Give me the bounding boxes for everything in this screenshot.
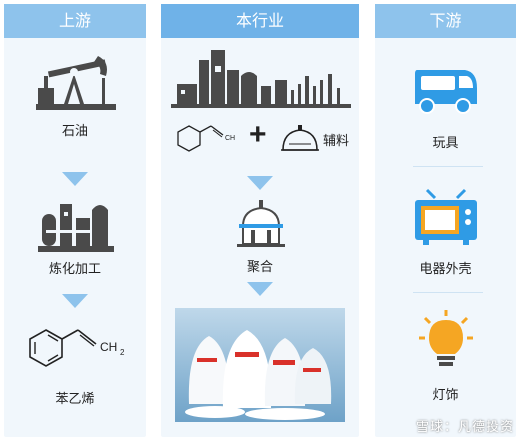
auxiliary-label: 辅料 — [323, 134, 350, 149]
downstream-column: 下游 玩具 电器外壳 灯饰 — [375, 4, 516, 437]
flow-arrow — [62, 294, 88, 308]
item-label-appliance-housing: 电器外壳 — [419, 262, 472, 277]
upstream-header: 上游 — [4, 4, 146, 38]
formula-ch-small: CH — [225, 135, 235, 142]
divider — [413, 292, 483, 293]
refinery-icon — [38, 204, 114, 252]
flow-arrow — [62, 172, 88, 186]
item-label-lighting: 灯饰 — [432, 388, 459, 403]
formula-subscript: 2 — [120, 348, 125, 357]
additive-flask-icon — [281, 125, 319, 151]
item-label-oil: 石油 — [61, 124, 88, 139]
styrene-molecule-icon: CH — [177, 125, 235, 152]
flow-arrow — [247, 176, 273, 190]
industry-column: 本行业 CH + 辅料 — [161, 4, 359, 437]
television-icon — [415, 188, 477, 245]
industry-header: 本行业 — [161, 4, 359, 38]
flow-arrow — [247, 282, 273, 296]
polymerization-plant-icon — [237, 200, 285, 247]
watermark: 雪球：凡德投资 — [415, 420, 514, 435]
upstream-column: 上游 石油 炼化加工 CH 2 苯乙烯 — [4, 4, 146, 437]
formula-ch: CH — [100, 340, 117, 354]
factory-skyline-icon — [171, 50, 351, 108]
item-label-styrene: 苯乙烯 — [55, 392, 95, 407]
product-photo — [175, 308, 345, 422]
oil-pump-icon — [36, 56, 116, 110]
toy-bus-icon — [415, 70, 477, 114]
polymer-label: 聚合 — [246, 260, 273, 275]
plus-sign: + — [249, 118, 267, 151]
light-bulb-icon — [419, 310, 473, 366]
divider — [413, 166, 483, 167]
downstream-header: 下游 — [375, 4, 516, 38]
styrene-molecule-icon: CH 2 — [29, 329, 125, 367]
item-label-toys: 玩具 — [432, 136, 459, 151]
item-label-refining: 炼化加工 — [48, 262, 101, 277]
